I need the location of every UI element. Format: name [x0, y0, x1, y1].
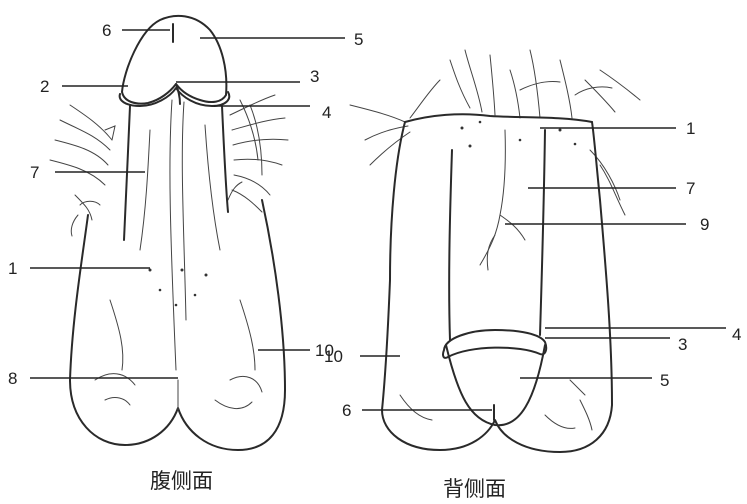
right-label-1: 1	[686, 119, 695, 138]
right-label-6: 6	[342, 401, 351, 420]
caption-ventral: 腹侧面	[150, 469, 213, 493]
right-label-7: 7	[686, 179, 695, 198]
dorsal-vein	[480, 130, 505, 265]
right-outline	[382, 122, 612, 452]
dorsal-view-figure	[350, 50, 640, 452]
left-hair-right	[228, 95, 288, 212]
left-label-1: 1	[8, 259, 17, 278]
left-label-6: 6	[102, 21, 111, 40]
right-shaft	[449, 150, 452, 340]
left-scrotum	[70, 200, 285, 450]
left-hair-left	[50, 105, 115, 236]
right-label-5: 5	[660, 371, 669, 390]
right-label-9: 9	[700, 215, 709, 234]
right-label-3: 3	[678, 335, 687, 354]
left-label-3: 3	[310, 67, 319, 86]
left-label-2: 2	[40, 77, 49, 96]
right-leader-lines	[360, 128, 726, 410]
left-shaft	[124, 106, 130, 240]
right-label-4: 4	[732, 325, 741, 344]
left-label-4: 4	[322, 103, 331, 122]
left-label-8: 8	[8, 369, 17, 388]
left-leader-lines	[30, 30, 345, 378]
ventral-view-figure	[50, 16, 288, 450]
caption-dorsal: 背侧面	[443, 477, 506, 501]
left-label-7: 7	[30, 163, 39, 182]
right-glans	[446, 345, 545, 425]
right-label-10: 10	[324, 347, 343, 366]
right-corona	[443, 330, 546, 358]
left-label-5: 5	[354, 30, 363, 49]
